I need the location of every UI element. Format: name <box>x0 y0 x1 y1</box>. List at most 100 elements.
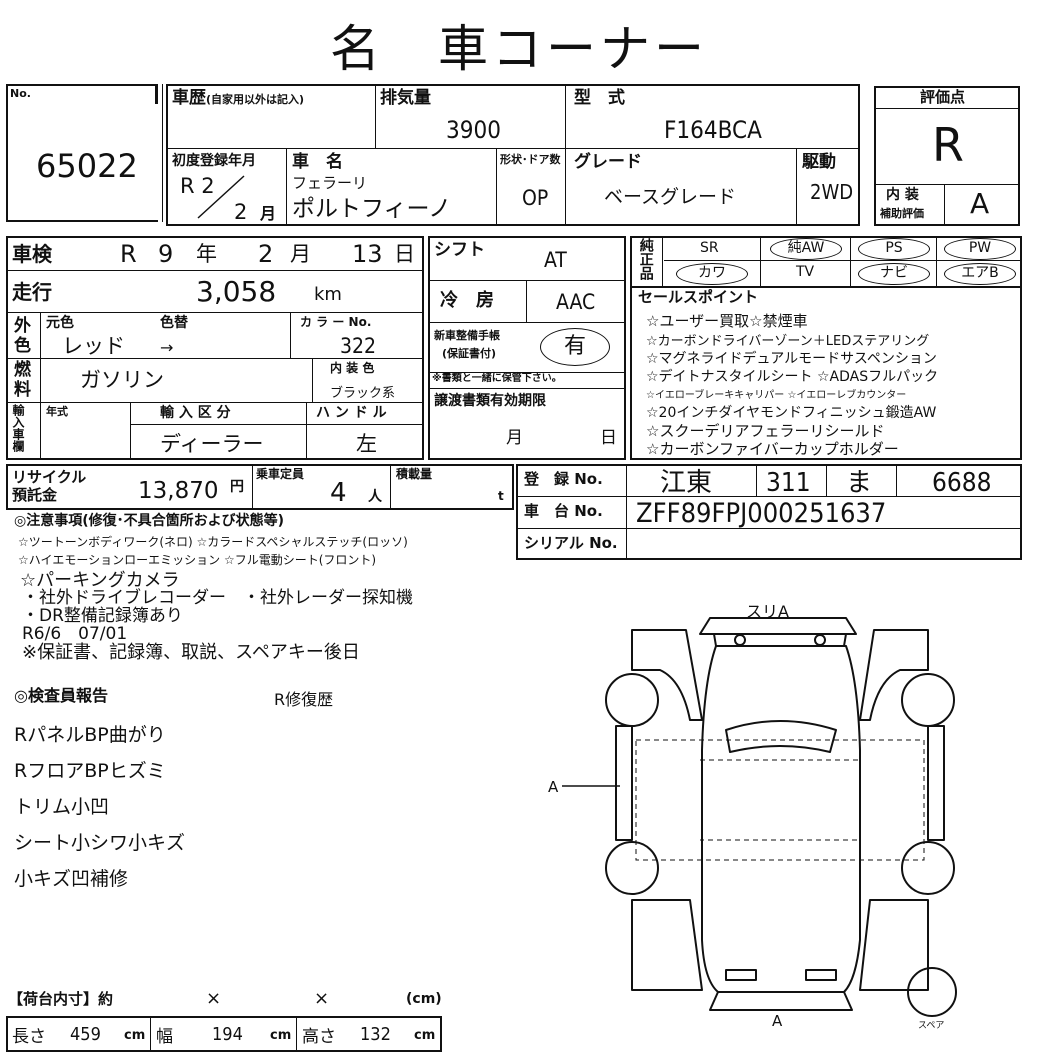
car-diagram <box>562 617 957 1017</box>
import-year-label: 年式 <box>46 405 68 418</box>
inspector-line: RフロアBPヒズミ <box>14 760 166 782</box>
color-side-label-1: 外 <box>14 316 31 336</box>
first-reg-month-unit: 月 <box>260 204 277 223</box>
inspector-line: トリム小凹 <box>14 796 110 818</box>
option-tv: TV <box>796 264 815 280</box>
notes-small-line: ☆ツートーンボディワーク(ネロ) ☆カラードスペシャルステッチ(ロッソ) <box>18 535 408 549</box>
mileage-label: 走行 <box>12 280 52 304</box>
color-orig-label: 元色 <box>46 315 74 331</box>
shift-value: AT <box>544 248 567 272</box>
manual-note: ※書類と一緒に保管下さい。 <box>432 373 562 384</box>
handle-label: ハ ン ド ル <box>316 405 387 421</box>
notes-line: ※保証書、記録簿、取説、スペアキー後日 <box>22 642 360 663</box>
inspection-grid <box>6 236 424 460</box>
notes-heading: ◎注意事項(修復･不具合箇所および状態等) <box>14 513 285 529</box>
interior-color-label: 内 装 色 <box>330 361 375 375</box>
body-value: OP <box>522 186 549 210</box>
evaluation-value: R <box>932 118 964 172</box>
cargo-unit-label: (cm) <box>406 991 442 1007</box>
displacement-label: 排気量 <box>380 88 431 108</box>
drive-value: 2WD <box>810 180 854 204</box>
inspection-year: 9 <box>158 240 174 268</box>
diagram-front-mark: スリA <box>746 602 789 621</box>
registration-kana: ま <box>846 468 873 498</box>
cargo-height-label: 高さ <box>302 1027 336 1047</box>
cargo-length-label: 長さ <box>12 1027 46 1047</box>
sales-line: ☆スクーデリアフェラーリシールド <box>646 422 885 440</box>
registration-label: 登 録 No. <box>524 470 603 488</box>
serial-label: シリアル No. <box>524 534 618 552</box>
model-value: F164BCA <box>664 116 762 144</box>
evaluation-box <box>874 86 1020 226</box>
color-side-label-2: 色 <box>14 336 31 356</box>
option-ps: PS <box>858 238 930 260</box>
spec-grid <box>166 84 860 226</box>
chassis-label: 車 台 No. <box>524 502 603 520</box>
first-reg-label: 初度登録年月 <box>172 153 256 169</box>
cargo-width-label: 幅 <box>156 1027 173 1047</box>
sales-line: ☆カーボンドライバーゾーン＋LEDステアリング <box>646 334 930 349</box>
ac-label: 冷 房 <box>440 290 494 311</box>
registration-class: 311 <box>766 468 811 498</box>
sales-line: ☆マグネライドデュアルモードサスペンション <box>646 351 937 367</box>
diagram-side-mark: A <box>548 778 559 796</box>
sales-line: ☆20インチダイヤモンドフィニッシュ鍛造AW <box>646 405 937 421</box>
inspector-heading: ◎検査員報告 <box>14 686 108 705</box>
first-reg-slash <box>197 175 245 219</box>
car-maker: フェラーリ <box>292 174 368 192</box>
grade-label: グレード <box>574 152 642 172</box>
notes-small-line: ☆ハイエモーションローエミッション ☆フル電動シート(フロント) <box>18 553 377 567</box>
no-label: No. <box>10 87 31 100</box>
inspection-month-unit: 月 <box>290 242 311 266</box>
recycle-unit: 円 <box>230 479 244 495</box>
color-code-label: カ ラ ー No. <box>300 315 372 329</box>
recycle-value: 13,870 <box>138 478 219 504</box>
inspection-era: R <box>120 240 137 268</box>
interior-label-2: 補助評価 <box>880 207 924 220</box>
shift-label: シフト <box>434 240 485 260</box>
registration-number: 6688 <box>932 468 992 498</box>
cargo-length-unit: cm <box>124 1028 146 1043</box>
inspection-day: 13 <box>352 240 383 268</box>
model-label: 型 式 <box>574 88 625 108</box>
sales-label: セールスポイント <box>638 288 759 306</box>
transfer-label: 譲渡書類有効期限 <box>434 393 546 409</box>
load-label: 積載量 <box>396 467 433 481</box>
inspection-year-unit: 年 <box>196 242 217 266</box>
color-arrow: → <box>160 338 174 357</box>
import-class-label: 輸 入 区 分 <box>160 405 231 421</box>
recycle-label-2: 預託金 <box>12 486 58 504</box>
option-genuine-aw: 純AW <box>770 238 842 260</box>
notes-line: R6/6 07/01 <box>22 624 128 644</box>
sales-line: ☆ユーザー買取☆禁煙車 <box>646 312 808 330</box>
diagram-spare-label: スペア <box>918 1021 945 1031</box>
transfer-month-unit: 月 <box>506 428 523 448</box>
cargo-height-unit: cm <box>414 1028 436 1043</box>
cargo-grid <box>6 1016 442 1052</box>
cargo-length: 459 <box>70 1024 101 1045</box>
option-pw: PW <box>944 238 1016 260</box>
sales-line: ☆イエローブレーキキャリパー ☆イエローレブカウンター <box>646 390 907 401</box>
import-class-value: ディーラー <box>160 432 264 456</box>
inspection-label: 車検 <box>12 242 52 266</box>
color-change-label: 色替 <box>160 315 188 331</box>
sales-line: ☆カーボンファイバーカップホルダー <box>646 440 899 458</box>
cargo-width: 194 <box>212 1024 243 1045</box>
cargo-x1: × <box>206 988 222 1009</box>
registration-grid <box>516 464 1022 560</box>
manual-value: 有 <box>564 334 587 359</box>
ac-value: AAC <box>556 290 596 314</box>
registration-region: 江東 <box>660 468 713 498</box>
manual-label-1: 新車整備手帳 <box>434 329 500 342</box>
inspector-line: 小キズ凹補修 <box>14 868 129 890</box>
cargo-x2: × <box>314 988 330 1009</box>
manual-label-2: (保証書付) <box>442 347 497 360</box>
drive-label: 駆動 <box>802 152 836 172</box>
grade-value: ベースグレード <box>604 186 737 208</box>
interior-color-value: ブラック系 <box>330 386 396 401</box>
inspector-summary: R修復歴 <box>274 690 334 709</box>
fuel-value: ガソリン <box>80 368 164 392</box>
load-unit: t <box>498 489 504 503</box>
capacity-value: 4 <box>330 478 347 508</box>
recycle-label-1: リサイクル <box>12 468 87 486</box>
